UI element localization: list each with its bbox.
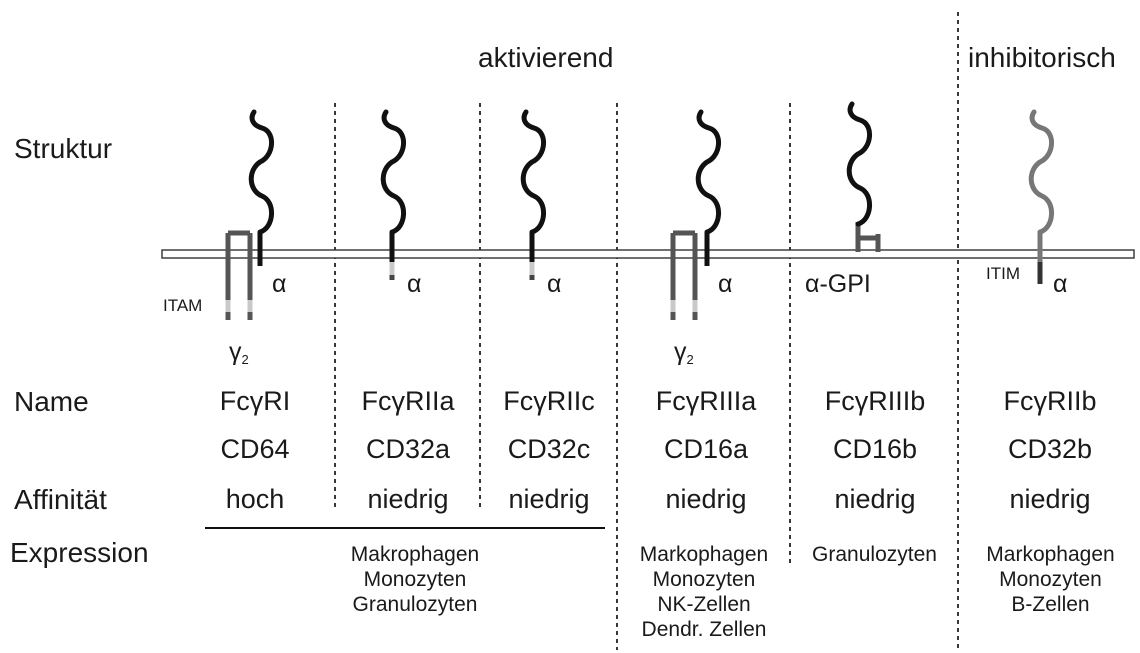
receptor-name: FcγRIIIb <box>824 386 926 416</box>
list-item: B-Zellen <box>1011 593 1090 616</box>
list-item: Granulozyten <box>812 543 937 566</box>
chain-label: α <box>1053 270 1068 298</box>
list-item: Granulozyten <box>352 593 478 616</box>
list-item: Monozyten <box>363 568 467 591</box>
receptor-fcgriiia-structure <box>670 112 719 320</box>
cell-membrane <box>161 249 1135 259</box>
header-inhibitory: inhibitorisch <box>968 42 1116 73</box>
receptor-affinity: niedrig <box>508 484 590 514</box>
expression-group-3: Granulozyten <box>792 542 957 567</box>
expression-group-1: Makrophagen Monozyten Granulozyten <box>303 542 527 617</box>
receptor-affinity: hoch <box>225 484 285 514</box>
row-label-affinity: Affinität <box>14 484 107 515</box>
receptor-fcgriia-structure <box>383 112 403 280</box>
itim-label: ITIM <box>986 264 1020 283</box>
expression-group-4: Markophagen Monozyten B-Zellen <box>963 542 1138 617</box>
receptor-name: FcγRIIb <box>1003 386 1097 416</box>
list-item: Dendr. Zellen <box>641 618 767 641</box>
receptor-cd: CD64 <box>220 434 290 464</box>
list-item: Monozyten <box>999 568 1102 591</box>
receptor-cd: CD32c <box>507 434 591 464</box>
list-item: NK-Zellen <box>657 593 751 616</box>
receptor-cd: CD16b <box>832 434 918 464</box>
receptor-affinity: niedrig <box>665 484 747 514</box>
row-label-expression: Expression <box>10 537 149 568</box>
expression-group-2: Markophagen Monozyten NK-Zellen Dendr. Z… <box>619 542 789 642</box>
list-item: Makrophagen <box>350 543 480 566</box>
receptor-fcgriic-structure <box>523 112 543 280</box>
receptor-name: FcγRIIc <box>503 386 595 416</box>
receptor-cd: CD32a <box>365 434 451 464</box>
receptor-name: FcγRIIIa <box>655 386 757 416</box>
chain-label: α-GPI <box>805 270 871 298</box>
receptor-name: FcγRIIa <box>361 386 455 416</box>
row-label-structure: Struktur <box>14 133 113 164</box>
receptor-affinity: niedrig <box>367 484 449 514</box>
receptor-cd: CD32b <box>1007 434 1093 464</box>
gamma-chain-label: γ2 <box>674 338 694 367</box>
header-activating: aktivierend <box>478 42 614 73</box>
row-label-name: Name <box>14 386 89 417</box>
receptor-fcgri-structure <box>225 112 272 320</box>
list-item: Monozyten <box>652 568 756 591</box>
chain-label: α <box>547 270 562 298</box>
itam-label: ITAM <box>163 296 203 315</box>
receptor-affinity: niedrig <box>834 484 916 514</box>
list-item: Markophagen <box>639 543 769 566</box>
receptor-fcgriib-structure <box>1031 112 1051 284</box>
receptor-affinity: niedrig <box>1009 484 1091 514</box>
gamma-chain-label: γ2 <box>229 338 249 367</box>
chain-label: α <box>407 270 422 298</box>
receptor-name: FcγRI <box>219 386 291 416</box>
chain-label: α <box>272 270 287 298</box>
chain-label: α <box>718 270 733 298</box>
column-separators <box>334 12 959 650</box>
receptor-fcgriiib-structure <box>849 104 881 252</box>
receptor-cd: CD16a <box>663 434 749 464</box>
list-item: Markophagen <box>986 543 1115 566</box>
